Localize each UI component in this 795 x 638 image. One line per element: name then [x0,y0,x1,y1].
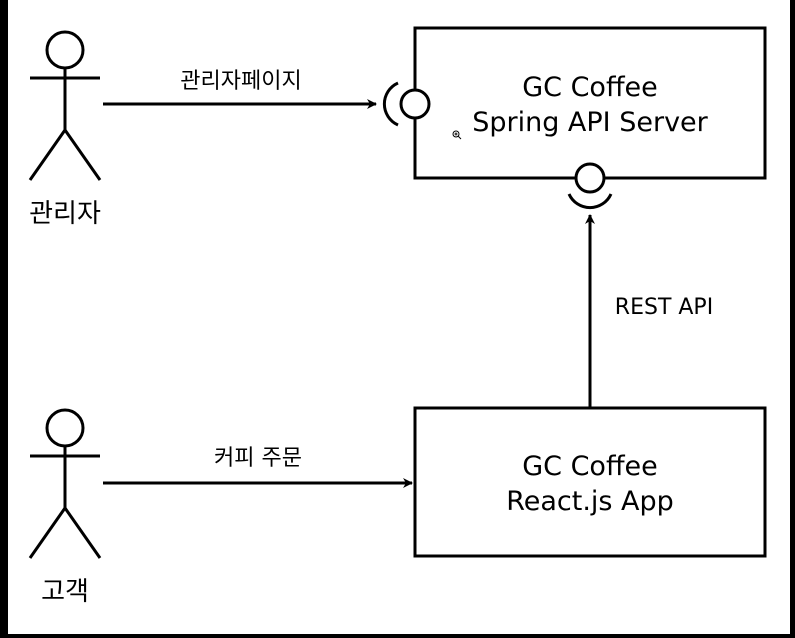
app-component-subtitle: React.js App [506,486,674,517]
server-bottom-interface-socket [567,193,613,210]
admin-actor-left-leg [28,129,67,181]
server-component-subtitle: Spring API Server [472,107,708,138]
app-component-box [413,406,767,558]
customer-actor-left-leg [28,507,67,559]
coffee-order-label: 커피 주문 [214,446,302,471]
diagram-canvas: 관리자 고객 GC Coffee Spring API Server GC Co… [8,0,790,634]
admin-actor-head [45,30,85,70]
server-component-box [413,26,767,180]
server-left-interface-ball [399,88,431,120]
server-left-interface [382,81,431,127]
rest-api-label: REST API [615,295,713,320]
customer-actor [28,408,102,559]
admin-actor-right-leg [63,129,102,181]
admin-page-label: 관리자페이지 [180,69,301,94]
server-bottom-interface-ball [574,162,606,194]
customer-actor-right-leg [63,507,102,559]
app-component-title: GC Coffee [522,451,658,482]
customer-actor-head [45,408,85,448]
admin-actor [28,30,102,181]
zoom-in-cursor-icon [452,130,462,140]
server-bottom-interface [567,162,613,210]
server-left-interface-socket [382,81,399,127]
customer-actor-label: 고객 [41,577,89,607]
server-component-title: GC Coffee [522,72,658,103]
admin-actor-label: 관리자 [29,199,101,229]
